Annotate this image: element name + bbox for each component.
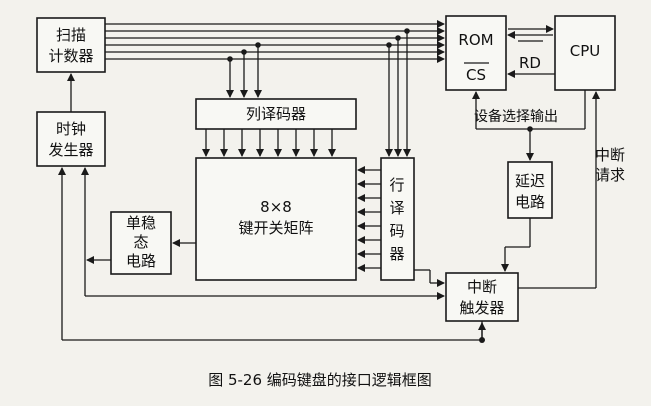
cpu-label: CPU xyxy=(570,42,601,60)
bottom-feedback-loop xyxy=(58,167,486,343)
device-select-label: 设备选择输出 xyxy=(474,108,558,125)
row-decoder-box xyxy=(380,157,415,281)
scan-counter-label-2: 计数器 xyxy=(48,47,93,65)
column-decoder-box xyxy=(195,98,357,130)
monostable-label-3: 电路 xyxy=(126,252,156,270)
scan-counter-box xyxy=(36,17,106,73)
key-matrix-label-2: 键开关矩阵 xyxy=(238,219,313,237)
column-decoder-label: 列译码器 xyxy=(246,105,306,123)
interrupt-trigger-box xyxy=(445,272,519,322)
clock-generator-box xyxy=(36,111,106,167)
monostable-box xyxy=(110,211,172,275)
delay-label-1: 延迟 xyxy=(515,172,545,190)
row-decoder-taps xyxy=(385,28,411,157)
device-select-wiring xyxy=(472,90,586,161)
row-decoder-label-3: 码 xyxy=(389,222,404,240)
monostable-label-2: 态 xyxy=(133,233,148,251)
interrupt-request-label-2: 请求 xyxy=(595,166,625,184)
row-decoder-label-2: 译 xyxy=(389,199,404,217)
row-decoder-label-4: 器 xyxy=(389,245,404,263)
rom-box xyxy=(445,15,507,91)
delay-label-2: 电路 xyxy=(515,193,545,211)
key-matrix-box xyxy=(195,157,357,281)
key-matrix-label-1: 8×8 xyxy=(260,198,292,216)
row-decoder-label-1: 行 xyxy=(389,176,404,194)
interrupt-trigger-label-1: 中断 xyxy=(467,278,497,296)
interrupt-request-label-1: 中断 xyxy=(595,146,625,164)
rom-label: ROM xyxy=(458,31,493,49)
figure-caption: 图 5-26 编码键盘的接口逻辑框图 xyxy=(208,371,432,389)
address-bus xyxy=(105,20,445,63)
interrupt-trigger-label-2: 触发器 xyxy=(459,299,504,317)
rd-label: RD xyxy=(519,54,541,72)
rom-cpu-links xyxy=(507,25,555,78)
clock-generator-label-1: 时钟 xyxy=(56,120,86,138)
cpu-box xyxy=(554,15,616,91)
column-decoder-taps xyxy=(226,42,262,98)
row-lines xyxy=(357,166,381,272)
monostable-label-1: 单稳 xyxy=(126,214,156,232)
scan-counter-label-1: 扫描 xyxy=(56,26,86,44)
clock-generator-label-2: 发生器 xyxy=(48,141,93,159)
column-lines xyxy=(202,129,336,157)
cs-label: CS xyxy=(466,66,486,84)
